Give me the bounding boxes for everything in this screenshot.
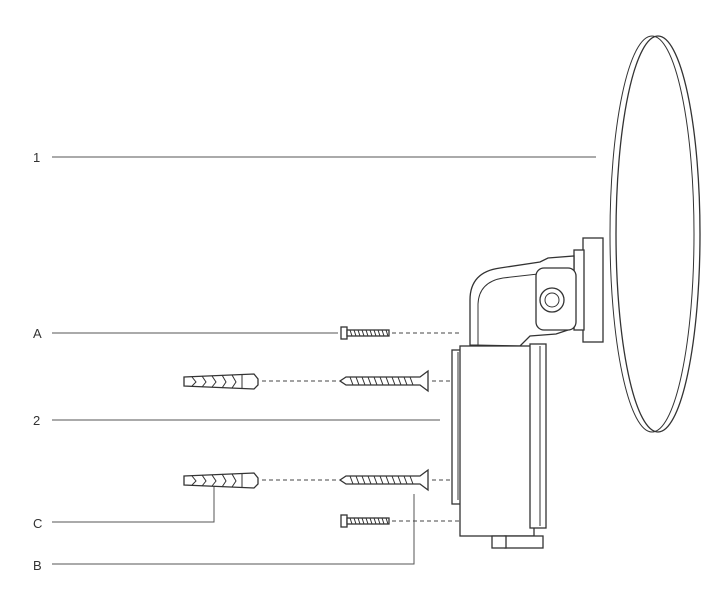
wood-screw-lower [338, 468, 452, 492]
wall-dowel-lower [183, 472, 338, 489]
swivel-arm [469, 255, 577, 347]
callout-1: 1 [33, 150, 41, 165]
leader-line-b [52, 494, 415, 565]
pivot-ring [539, 287, 565, 313]
screw-a-top [340, 326, 460, 340]
base-housing [451, 343, 547, 549]
leader-lines [52, 156, 596, 565]
wood-screw-upper [338, 369, 452, 393]
callout-b: B [33, 558, 42, 573]
leader-line-c [52, 484, 215, 523]
screw-a-bottom [340, 514, 460, 528]
callout-a: A [33, 326, 42, 341]
callout-2: 2 [33, 413, 41, 428]
callout-c: C [33, 516, 43, 531]
mirror [573, 35, 701, 433]
wall-dowel-upper [183, 373, 338, 390]
